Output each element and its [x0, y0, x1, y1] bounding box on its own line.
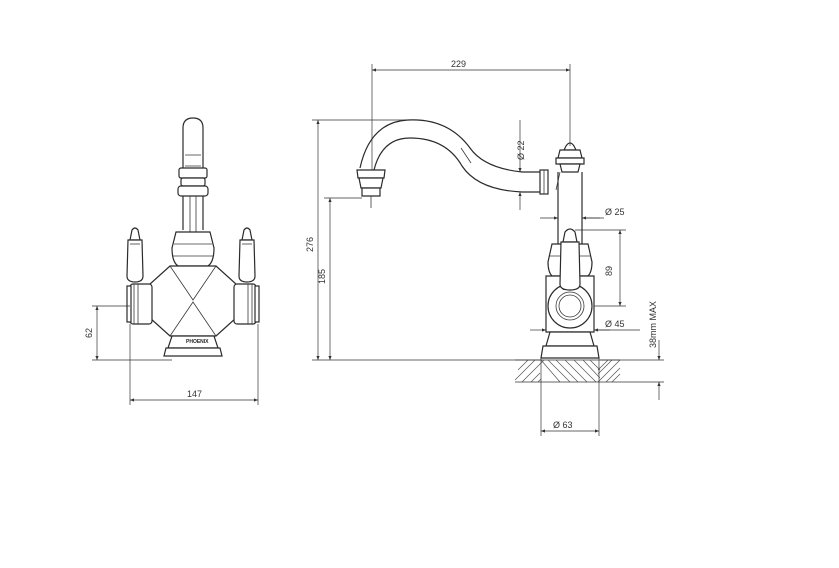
dim-dia-25: Ø 25: [540, 207, 625, 220]
side-spout: [356, 119, 549, 208]
dim-38mm-max: 38mm MAX: [600, 301, 664, 400]
front-body: PHOENIX: [149, 231, 237, 357]
side-body: COLD: [540, 142, 600, 359]
dim-229-label: 229: [451, 59, 466, 69]
dim-147: 147: [129, 324, 259, 405]
front-left-handle: [126, 227, 144, 283]
countertop-hatch: [514, 359, 621, 383]
dim-276: 276: [305, 119, 541, 361]
dim-62: 62: [84, 305, 172, 361]
dim-dia-22-label: Ø 22: [516, 140, 526, 160]
dim-dia-22: Ø 22: [516, 120, 526, 210]
front-view: PHOENIX: [84, 117, 260, 405]
dim-276-label: 276: [305, 237, 315, 252]
dim-dia-45-label: Ø 45: [605, 319, 625, 329]
brand-mark: PHOENIX: [186, 339, 209, 345]
side-view: COLD 229: [305, 59, 664, 436]
dim-62-label: 62: [84, 328, 94, 338]
dim-185-label: 185: [317, 269, 327, 284]
dim-dia-63: Ø 63: [540, 358, 600, 436]
dim-dia-45: Ø 45: [530, 319, 640, 332]
dim-89-label: 89: [604, 266, 614, 276]
dim-147-label: 147: [187, 389, 202, 399]
dim-229: 229: [371, 59, 571, 170]
front-right-handle: [238, 227, 256, 283]
dim-38mm-label: 38mm MAX: [648, 301, 658, 348]
dim-185: 185: [317, 197, 362, 360]
front-left-hub: [126, 283, 153, 325]
front-spout: [177, 117, 209, 232]
dim-dia-25-label: Ø 25: [605, 207, 625, 217]
dim-dia-63-label: Ø 63: [553, 420, 573, 430]
front-right-hub: [233, 283, 260, 325]
dim-89: 89: [575, 229, 626, 307]
